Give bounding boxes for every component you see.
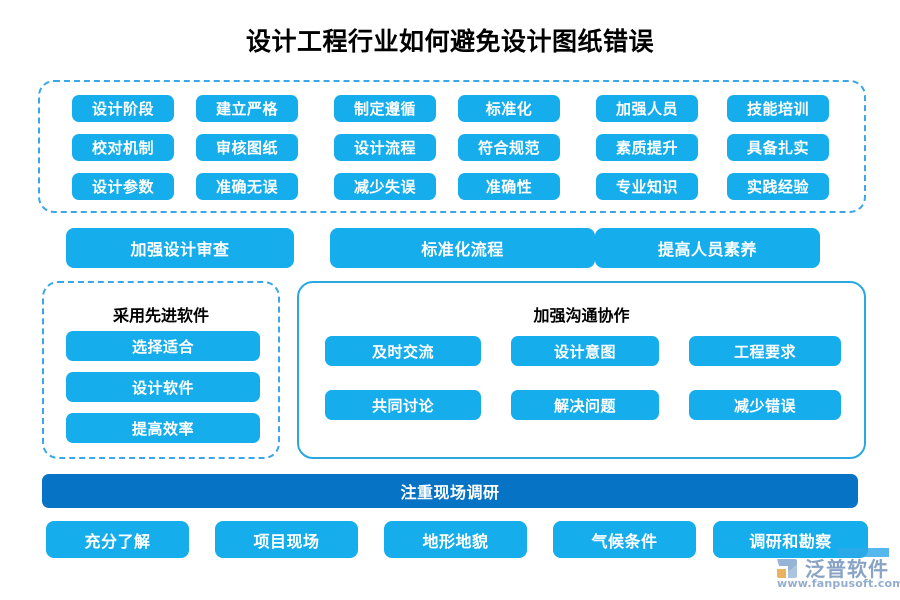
watermark-url: www.fanpusoft.com [777, 577, 900, 590]
measure-chip[interactable]: 设计参数 [72, 173, 174, 200]
communication-chip[interactable]: 工程要求 [689, 336, 841, 366]
communication-chip[interactable]: 解决问题 [511, 390, 659, 420]
strategy-button-standard-process[interactable]: 标准化流程 [330, 228, 595, 268]
measure-chip[interactable]: 专业知识 [596, 173, 698, 200]
survey-chip[interactable]: 地形地貌 [384, 521, 527, 558]
measure-chip[interactable]: 建立严格 [196, 95, 298, 122]
watermark: 泛普软件 www.fanpusoft.com [775, 548, 900, 596]
site-survey-banner[interactable]: 注重现场调研 [42, 474, 858, 508]
measure-chip[interactable]: 符合规范 [458, 134, 560, 161]
measure-chip[interactable]: 校对机制 [72, 134, 174, 161]
watermark-accent-bar [837, 548, 889, 557]
communication-chip[interactable]: 共同讨论 [325, 390, 481, 420]
measure-chip[interactable]: 设计阶段 [72, 95, 174, 122]
measure-chip[interactable]: 准确性 [458, 173, 560, 200]
measure-chip[interactable]: 设计流程 [334, 134, 436, 161]
survey-chip[interactable]: 项目现场 [215, 521, 358, 558]
software-panel-heading: 采用先进软件 [112, 306, 209, 325]
page-title: 设计工程行业如何避免设计图纸错误 [245, 27, 654, 56]
communication-chip[interactable]: 及时交流 [325, 336, 481, 366]
survey-chip[interactable]: 调研和勘察 [713, 521, 868, 558]
communication-panel: 加强沟通协作 及时交流 设计意图 工程要求 共同讨论 解决问题 减少错误 [297, 281, 866, 459]
communication-panel-heading: 加强沟通协作 [533, 306, 630, 325]
watermark-brand: 泛普软件 [805, 557, 889, 581]
strategy-button-design-review[interactable]: 加强设计审查 [66, 228, 294, 268]
top-measures-group: 设计阶段 建立严格 制定遵循 标准化 加强人员 技能培训 校对机制 审核图纸 设… [38, 80, 866, 213]
measure-chip[interactable]: 审核图纸 [196, 134, 298, 161]
survey-chip[interactable]: 气候条件 [553, 521, 696, 558]
software-chip[interactable]: 设计软件 [66, 372, 260, 402]
measure-chip[interactable]: 具备扎实 [727, 134, 829, 161]
measure-chip[interactable]: 标准化 [458, 95, 560, 122]
measure-chip[interactable]: 加强人员 [596, 95, 698, 122]
software-panel: 采用先进软件 选择适合 设计软件 提高效率 [42, 281, 280, 459]
communication-chip[interactable]: 设计意图 [511, 336, 659, 366]
measure-chip[interactable]: 实践经验 [727, 173, 829, 200]
fanpu-logo-icon [775, 556, 805, 582]
measure-chip[interactable]: 素质提升 [596, 134, 698, 161]
survey-chip[interactable]: 充分了解 [46, 521, 189, 558]
measure-chip[interactable]: 准确无误 [196, 173, 298, 200]
measure-chip[interactable]: 减少失误 [334, 173, 436, 200]
measure-chip[interactable]: 制定遵循 [334, 95, 436, 122]
communication-chip[interactable]: 减少错误 [689, 390, 841, 420]
strategy-button-staff-quality[interactable]: 提高人员素养 [595, 228, 820, 268]
measure-chip[interactable]: 技能培训 [727, 95, 829, 122]
software-chip[interactable]: 提高效率 [66, 413, 260, 443]
software-chip[interactable]: 选择适合 [66, 331, 260, 361]
